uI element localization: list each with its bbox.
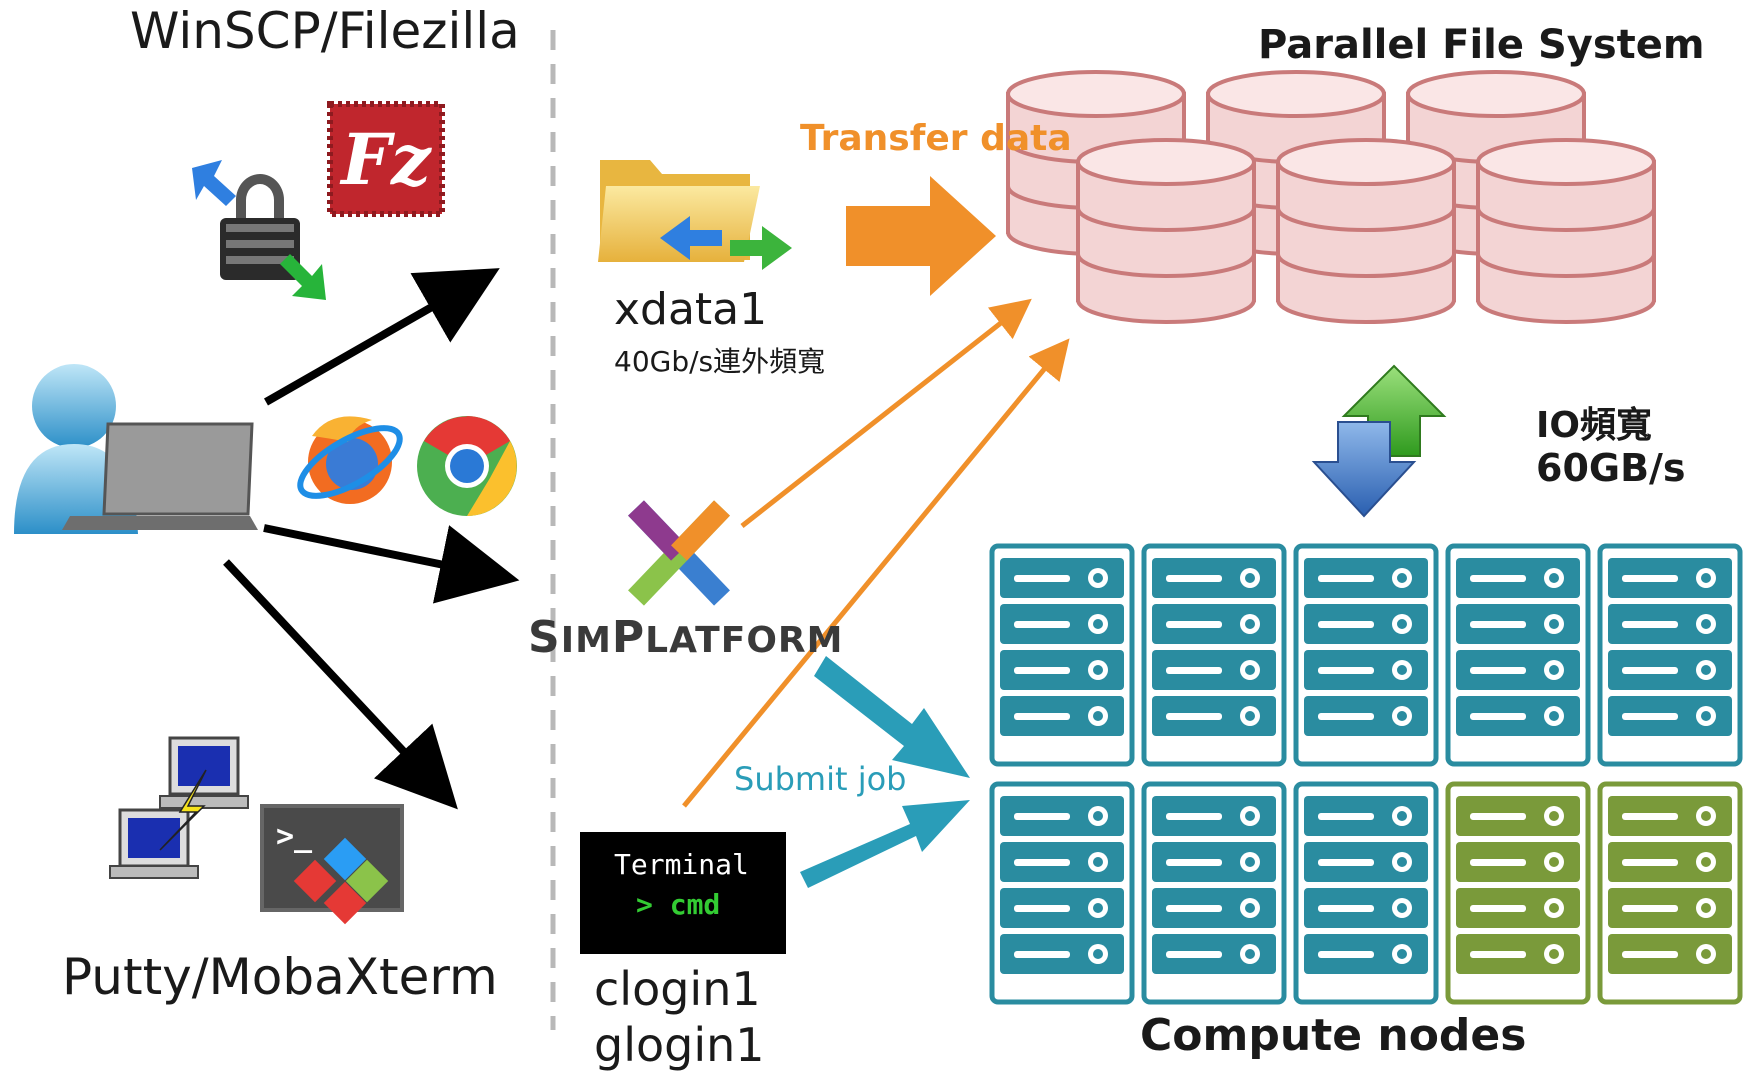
gpu-server-icon bbox=[1597, 781, 1743, 1005]
simplatform-im: IM bbox=[560, 620, 612, 661]
folder-icon bbox=[598, 160, 792, 270]
database-cylinder-icon bbox=[1276, 138, 1456, 324]
terminal-title: Terminal bbox=[614, 848, 749, 881]
putty-mobaxterm-label: Putty/MobaXterm bbox=[62, 948, 498, 1006]
arrow-user-to-terminal bbox=[223, 559, 458, 810]
cpu-server-icon bbox=[1141, 781, 1287, 1005]
chrome-icon bbox=[417, 416, 517, 516]
cpu-server-icon bbox=[1141, 543, 1287, 767]
svg-text:>_: >_ bbox=[276, 819, 313, 854]
filezilla-icon: Fz bbox=[327, 101, 445, 217]
putty-icon bbox=[109, 736, 249, 879]
cpu-server-icon bbox=[1445, 543, 1591, 767]
transfer-data-label: Transfer data bbox=[800, 118, 1072, 159]
svg-text:Fz: Fz bbox=[339, 118, 432, 201]
simplatform-p: P bbox=[611, 612, 646, 663]
io-bandwidth-label: IO頻寬 bbox=[1536, 405, 1652, 446]
simplatform-wordmark: SIMPLATFORM bbox=[528, 612, 843, 663]
submit-arrow-lower bbox=[800, 800, 970, 888]
arrow-user-to-simplatform bbox=[263, 524, 520, 604]
parallel-file-system-title: Parallel File System bbox=[1258, 22, 1705, 68]
firefox-icon bbox=[297, 416, 403, 504]
arrow-simplatform-to-fs bbox=[740, 298, 1032, 528]
cpu-server-icon bbox=[1597, 543, 1743, 767]
io-arrows-icon bbox=[1311, 364, 1447, 518]
mobaxterm-icon: >_ bbox=[260, 804, 404, 925]
simplatform-s: S bbox=[528, 612, 561, 663]
arrow-login-to-fs bbox=[682, 338, 1070, 808]
transfer-arrow bbox=[846, 176, 996, 296]
cpu-server-icon bbox=[1293, 543, 1439, 767]
xdata1-bandwidth-label: 40Gb/s連外頻寬 bbox=[614, 345, 826, 378]
submit-job-label: Submit job bbox=[734, 760, 907, 798]
compute-nodes-rack bbox=[989, 543, 1743, 1005]
cpu-server-icon bbox=[989, 781, 1135, 1005]
winscp-icon bbox=[192, 160, 326, 300]
simplatform-logo-icon bbox=[628, 500, 730, 606]
glogin1-label: glogin1 bbox=[594, 1018, 765, 1072]
parallel-file-system-storage bbox=[1006, 70, 1656, 324]
xdata1-label: xdata1 bbox=[614, 284, 768, 335]
cpu-server-icon bbox=[989, 543, 1135, 767]
database-cylinder-icon bbox=[1476, 138, 1656, 324]
terminal-window: Terminal > cmd bbox=[580, 832, 786, 954]
simplatform-rest: LATFORM bbox=[645, 620, 844, 661]
winscp-filezilla-label: WinSCP/Filezilla bbox=[130, 2, 520, 60]
compute-nodes-label: Compute nodes bbox=[1140, 1010, 1527, 1061]
io-bandwidth-value: 60GB/s bbox=[1536, 446, 1686, 490]
arrow-user-to-xdata bbox=[264, 268, 500, 406]
clogin1-label: clogin1 bbox=[594, 962, 761, 1016]
user-laptop-icon bbox=[14, 364, 258, 534]
terminal-cmd: > cmd bbox=[636, 888, 721, 921]
gpu-server-icon bbox=[1445, 781, 1591, 1005]
submit-arrow-upper bbox=[814, 656, 970, 778]
cpu-server-icon bbox=[1293, 781, 1439, 1005]
database-cylinder-icon bbox=[1076, 138, 1256, 324]
